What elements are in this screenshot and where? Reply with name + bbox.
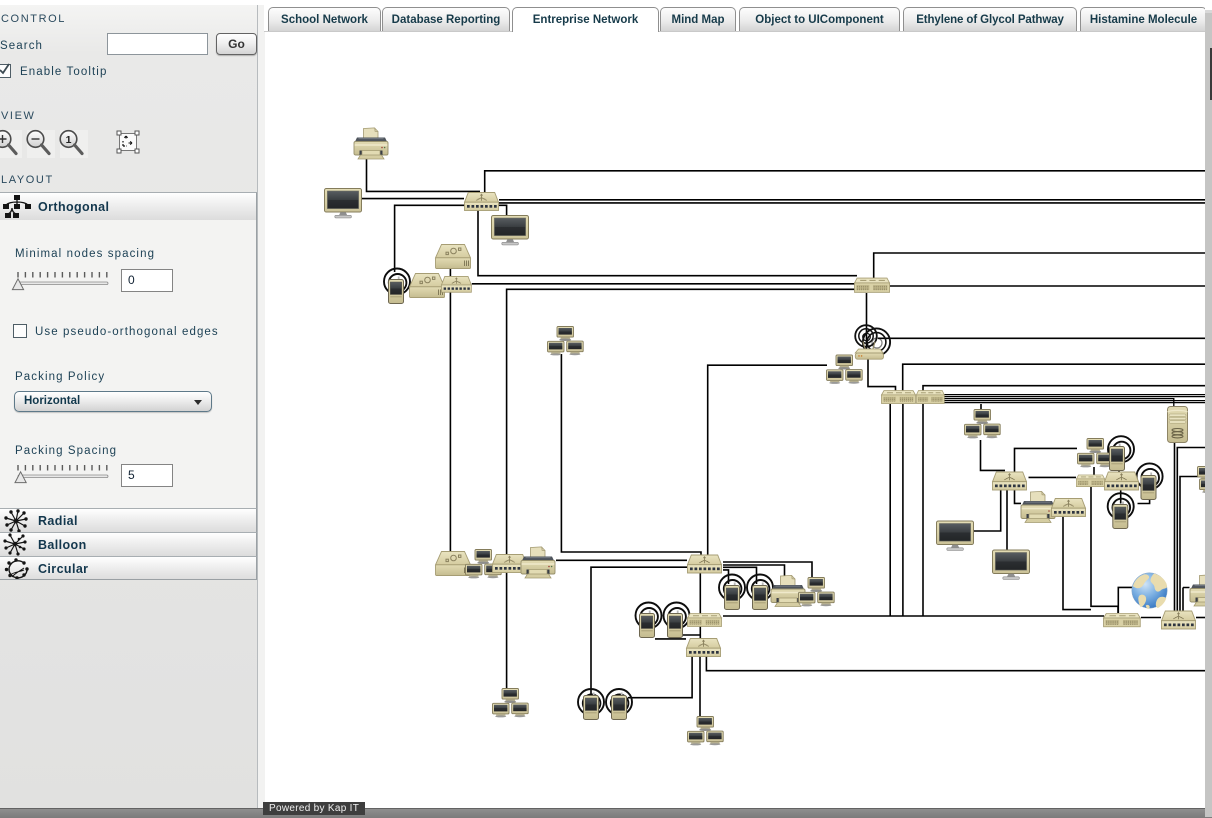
svg-text:1: 1 xyxy=(66,134,72,146)
